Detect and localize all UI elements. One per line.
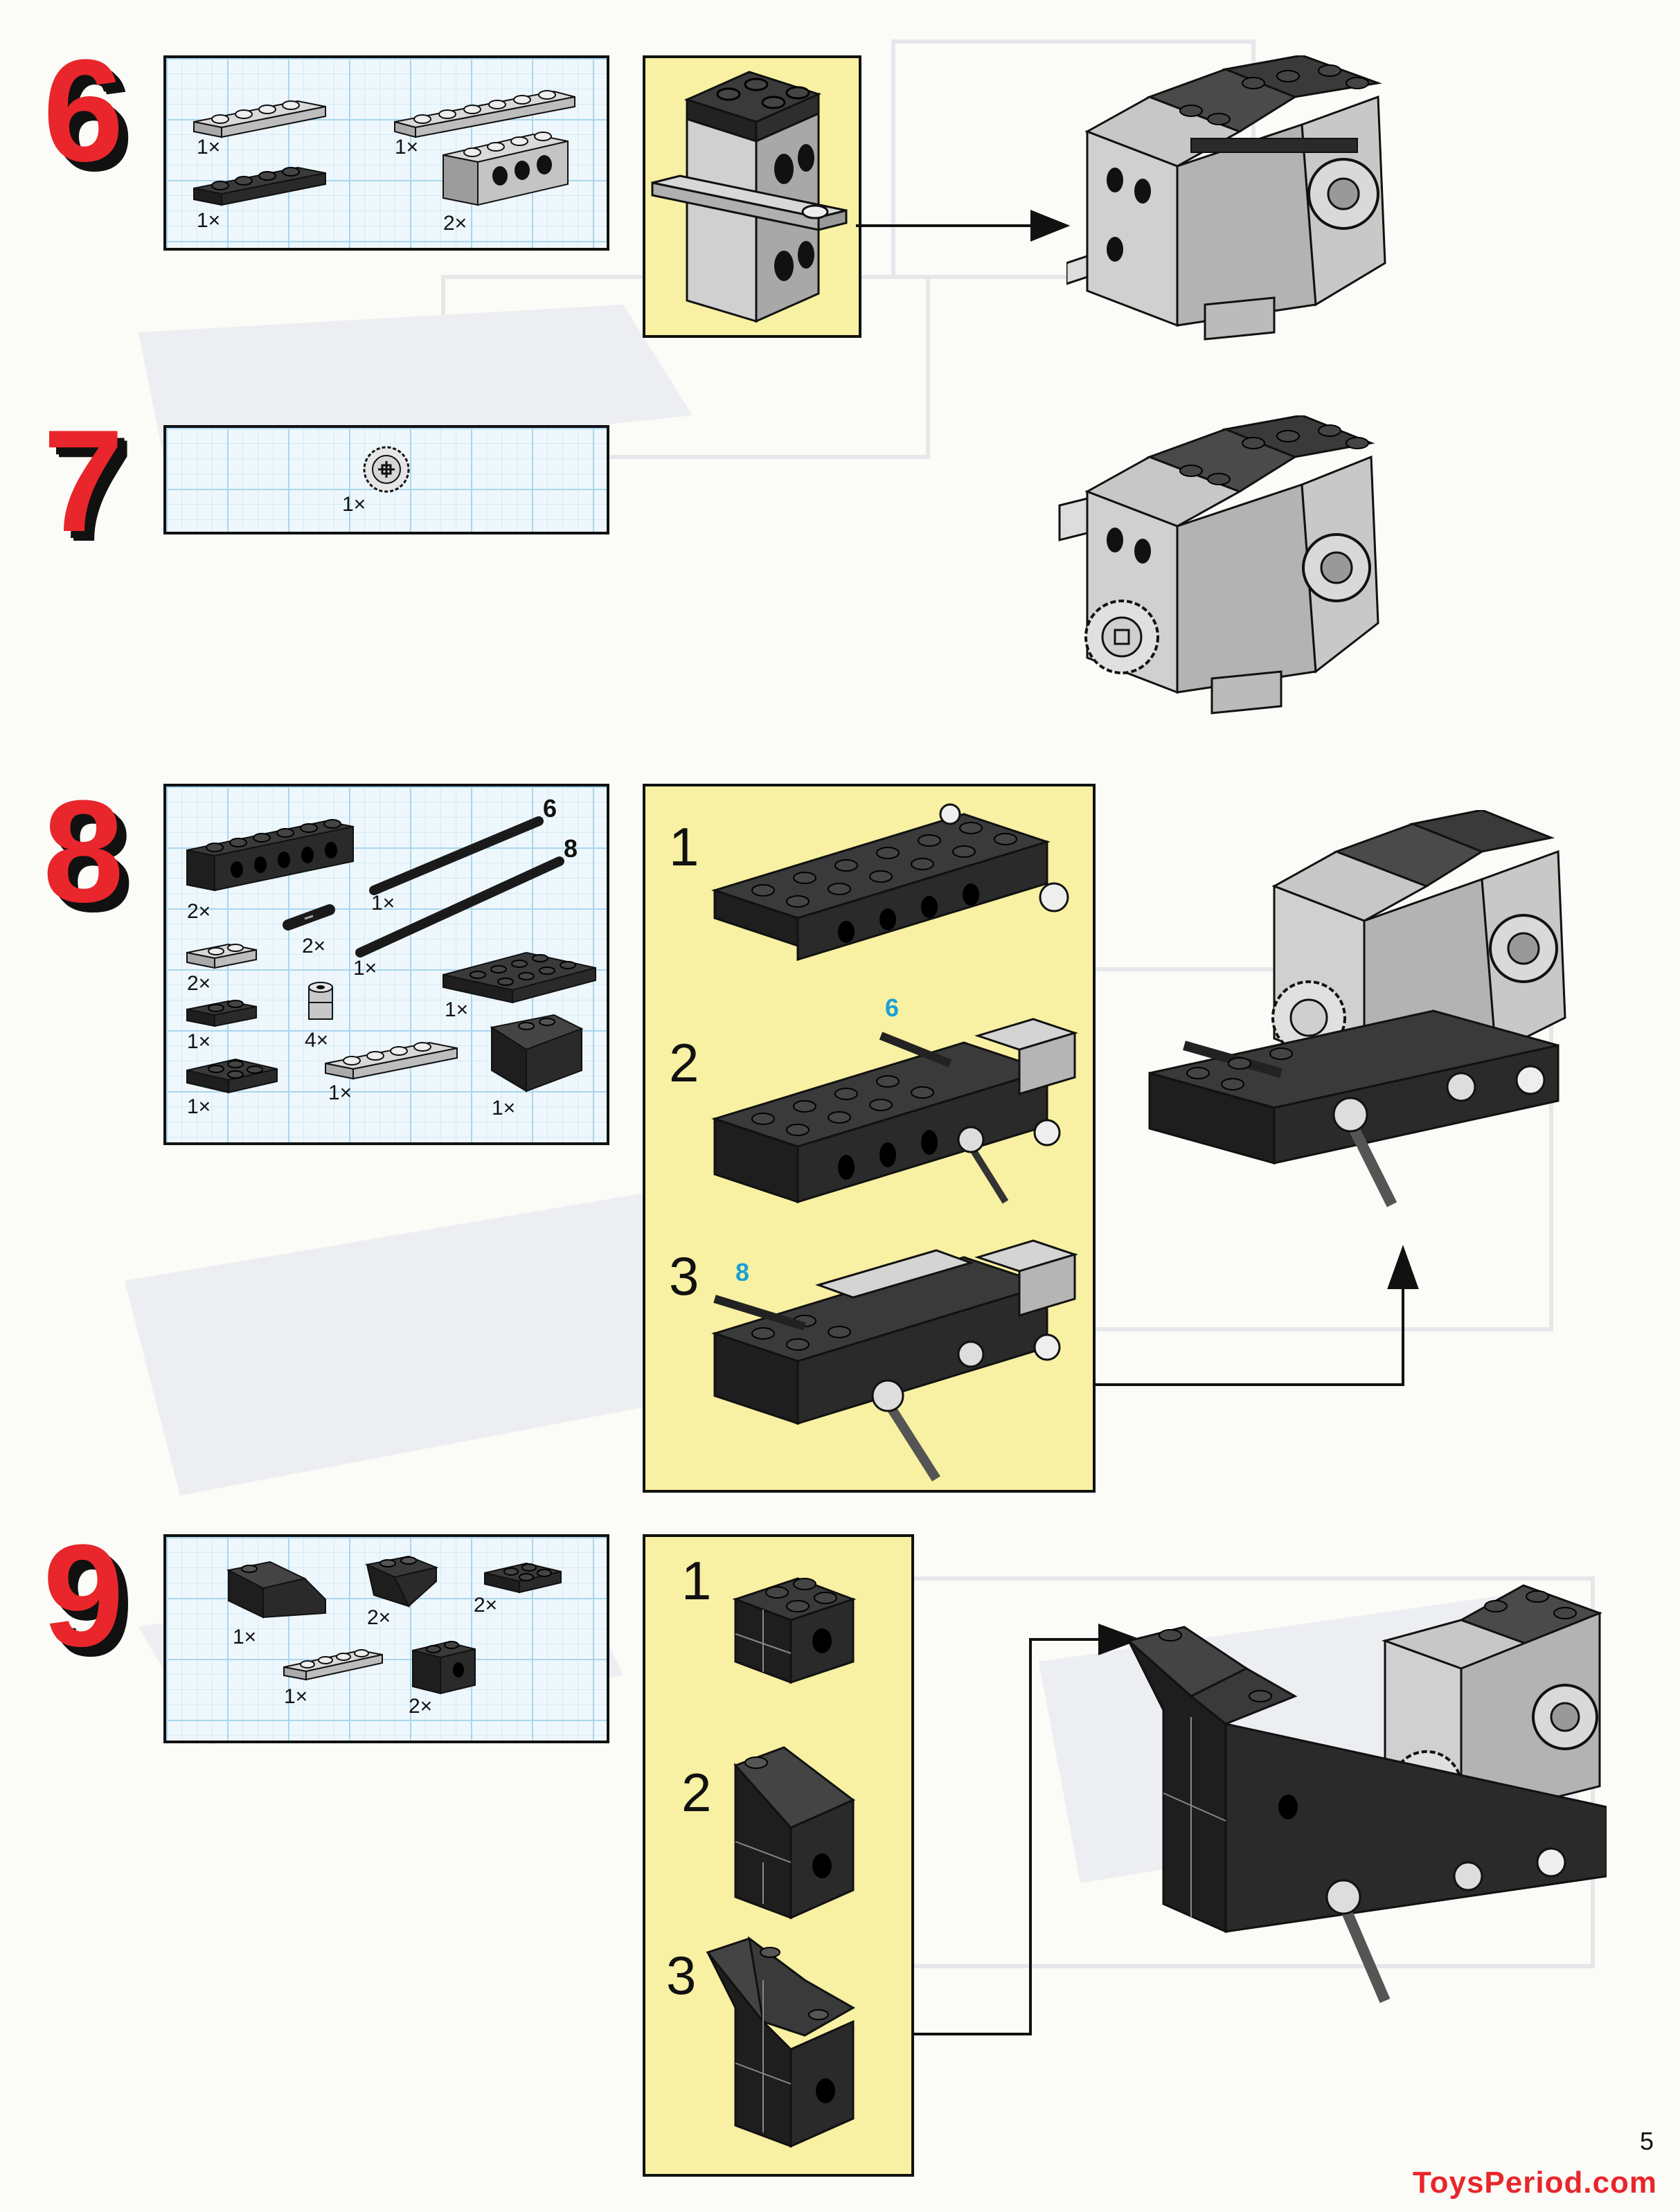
parts-illustration-step-6 <box>166 58 607 248</box>
model-after-step-9 <box>1122 1558 1607 2042</box>
gear-icon <box>1086 601 1158 673</box>
sub-assembly-callout-step-9: 1 2 3 <box>643 1534 914 2177</box>
sub-assembly-callout-step-8: 1 2 3 6 8 <box>643 784 1096 1493</box>
axle-length-label-8: 8 <box>564 836 578 861</box>
substep-2-model <box>735 1747 853 1918</box>
sub-assembly-illustration-step-8 <box>645 786 1093 1490</box>
step-number-7: 7 <box>43 408 124 554</box>
qty-label: 4× <box>305 1029 328 1052</box>
substep-3-model <box>715 1241 1075 1479</box>
qty-label: 1× <box>233 1626 256 1649</box>
black-plate-2x2-part <box>187 1059 277 1092</box>
axle-callout-label-6: 6 <box>885 996 899 1020</box>
parts-box-step-9: 1× 2× 2× 1× 2× <box>163 1534 609 1743</box>
page-number: 5 <box>1640 2127 1654 2156</box>
black-technic-brick-1x6-part <box>187 820 353 890</box>
qty-label: 1× <box>197 136 220 159</box>
light-gray-plate-1x2-part <box>187 944 256 968</box>
qty-label: 2× <box>187 900 211 924</box>
parts-illustration-step-7 <box>166 428 607 532</box>
substep-number-3: 3 <box>666 1948 696 2002</box>
qty-label: 2× <box>474 1594 497 1617</box>
qty-label: 1× <box>353 957 377 980</box>
qty-label: 1× <box>328 1081 352 1105</box>
qty-label: 2× <box>367 1606 391 1630</box>
qty-label: 2× <box>443 212 467 235</box>
substep-number-3: 3 <box>669 1249 699 1303</box>
light-gray-plate-1x4-part <box>325 1043 457 1079</box>
black-slope-2x2-part <box>229 1562 325 1617</box>
light-gray-bush-part <box>309 982 332 1019</box>
step-number-6: 6 <box>43 38 124 183</box>
qty-label: 1× <box>371 892 395 915</box>
qty-label: 2× <box>409 1695 432 1718</box>
black-plate-1x4-part <box>194 168 325 205</box>
substep-3-model <box>708 1939 853 2146</box>
qty-label: 1× <box>395 136 418 159</box>
light-gray-gear-24-tooth-part <box>364 447 409 492</box>
parts-box-step-7: 1× <box>163 425 609 534</box>
black-plate-2x4-part <box>443 953 596 1002</box>
substep-2-model <box>715 1019 1075 1202</box>
qty-label: 1× <box>492 1097 515 1120</box>
qty-label: 1× <box>187 1095 211 1119</box>
watermark-text: ToysPeriod.com <box>1413 2166 1657 2200</box>
light-gray-technic-brick-1x4-part <box>443 132 568 205</box>
axle-callout-label-8: 8 <box>735 1260 749 1285</box>
model-after-step-7 <box>1046 415 1420 720</box>
light-gray-plate-1x6-part <box>395 91 575 137</box>
substep-number-2: 2 <box>681 1765 711 1819</box>
parts-box-step-8: 2× 1× 1× 2× 2× 1× 4× 1× 1× 1× 1× 6 8 <box>163 784 609 1145</box>
black-axle-pin-part <box>288 910 330 925</box>
step-number-9: 9 <box>43 1523 124 1669</box>
black-inverted-slope-part <box>367 1556 436 1606</box>
qty-label: 1× <box>284 1685 307 1709</box>
substep-1-model <box>715 804 1068 960</box>
substep-number-1: 1 <box>669 820 699 874</box>
qty-label: 1× <box>445 998 468 1022</box>
black-slope-2x2-part <box>492 1015 582 1091</box>
qty-label: 1× <box>187 1030 211 1054</box>
black-plate-1x2-part <box>187 1000 256 1026</box>
qty-label: 1× <box>197 209 220 233</box>
sub-assembly-callout-step-6 <box>643 55 861 338</box>
parts-box-step-6: 1× 1× 1× 2× <box>163 55 609 251</box>
step-number-8: 8 <box>43 779 124 924</box>
model-after-step-6 <box>1066 55 1440 346</box>
qty-label: 2× <box>302 935 325 958</box>
light-gray-plate-1x4-part <box>194 101 325 137</box>
light-gray-plate-1x4-part <box>284 1650 382 1680</box>
qty-label: 1× <box>342 493 366 516</box>
black-plate-2x2-part <box>485 1563 561 1592</box>
sub-assembly-illustration-step-9 <box>645 1537 911 2174</box>
substep-1-model <box>735 1579 853 1682</box>
substep-number-1: 1 <box>681 1554 711 1608</box>
model-after-step-8 <box>1143 810 1586 1225</box>
sub-assembly-illustration-step-6 <box>645 58 859 335</box>
qty-label: 2× <box>187 972 211 996</box>
substep-number-2: 2 <box>669 1036 699 1090</box>
black-technic-brick-1x2-part <box>413 1642 475 1693</box>
axle-length-label-6: 6 <box>543 796 557 821</box>
parts-illustration-step-8 <box>166 786 607 1142</box>
